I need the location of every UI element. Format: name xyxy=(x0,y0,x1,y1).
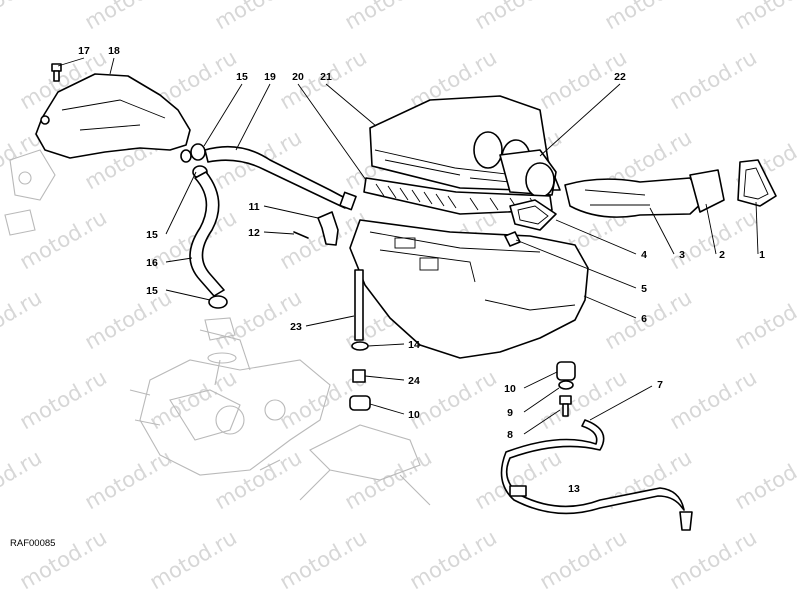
watermark-text: motod.ru xyxy=(146,365,241,434)
callout-labels: 17 18 15 19 20 21 22 15 16 15 11 12 23 1… xyxy=(78,45,765,495)
callout-14: 14 xyxy=(408,339,420,351)
callout-20: 20 xyxy=(292,71,304,83)
callout-9: 9 xyxy=(507,407,513,419)
callout-15-mid: 15 xyxy=(146,229,158,241)
callout-17: 17 xyxy=(78,45,90,57)
watermark-text: motod.ru xyxy=(731,445,799,514)
part-9-washer xyxy=(558,380,574,390)
callout-24: 24 xyxy=(408,375,420,387)
watermark-text: motod.ru xyxy=(211,0,306,34)
watermark-text: motod.ru xyxy=(81,285,176,354)
watermark-text: motod.ru xyxy=(0,285,46,354)
callout-11: 11 xyxy=(248,201,259,213)
callout-22: 22 xyxy=(614,71,626,83)
part-2-duct-gasket xyxy=(689,169,725,213)
watermark-text: motod.ru xyxy=(601,0,696,34)
callout-10-left: 10 xyxy=(408,409,420,421)
watermark-text: motod.ru xyxy=(0,445,46,514)
callout-1: 1 xyxy=(759,249,765,261)
callout-19: 19 xyxy=(264,71,276,83)
watermark-text: motod.ru xyxy=(341,0,436,34)
part-13-drain-hose xyxy=(500,419,693,531)
watermark-text: motod.ru xyxy=(211,445,306,514)
callout-18: 18 xyxy=(108,45,120,57)
callout-8: 8 xyxy=(507,429,513,441)
part-8-bolt xyxy=(559,395,572,417)
callout-13: 13 xyxy=(568,483,580,495)
watermark-text: motod.ru xyxy=(16,365,111,434)
callout-4: 4 xyxy=(641,249,647,261)
watermark-text: motod.ru xyxy=(666,525,761,594)
watermark-text: motod.ru xyxy=(601,285,696,354)
part-18-bracket-plate xyxy=(35,73,191,159)
watermark-text: motod.ru xyxy=(146,525,241,594)
callout-10-right: 10 xyxy=(504,383,516,395)
part-20-air-filter-element xyxy=(363,177,553,215)
part-12-pin xyxy=(293,231,309,239)
callout-2: 2 xyxy=(719,249,725,261)
part-14-washer xyxy=(351,341,369,351)
callout-7: 7 xyxy=(657,379,663,391)
part-24-nut xyxy=(352,369,366,383)
part-23-stud xyxy=(354,269,364,341)
watermark-text: motod.ru xyxy=(341,445,436,514)
watermark-text: motod.ru xyxy=(796,365,799,434)
watermark-text: motod.ru xyxy=(796,525,799,594)
watermark-text: motod.ru xyxy=(0,0,46,34)
leader-lines xyxy=(57,57,759,435)
part-6-airbox-housing xyxy=(349,219,589,359)
part-19-breather-hose xyxy=(204,145,357,211)
part-10-grommet-right xyxy=(556,361,576,381)
watermark-text: motod.ru xyxy=(796,45,799,114)
part-16-breather-hose xyxy=(189,171,225,297)
callout-5: 5 xyxy=(641,283,647,295)
watermark-text: motod.ru xyxy=(536,525,631,594)
watermark-text: motod.ru xyxy=(731,0,799,34)
watermark-text: motod.ru xyxy=(471,0,566,34)
watermark-text: motod.ru xyxy=(666,365,761,434)
watermark-text: motod.ru xyxy=(796,205,799,274)
part-3-intake-duct xyxy=(564,177,706,218)
watermark-text: motod.ru xyxy=(666,45,761,114)
callout-16: 16 xyxy=(146,257,158,269)
part-17-screw xyxy=(51,63,62,82)
callout-15-low: 15 xyxy=(146,285,158,297)
watermark-text: motod.ru xyxy=(81,0,176,34)
callout-6: 6 xyxy=(641,313,647,325)
callout-3: 3 xyxy=(679,249,685,261)
drawing-code: RAF00085 xyxy=(10,538,55,549)
part-15-hose-clamp-lower xyxy=(208,295,228,309)
part-11-bracket xyxy=(317,211,339,246)
watermark-text: motod.ru xyxy=(276,525,371,594)
engine-background-drawing xyxy=(4,149,431,506)
watermark-text: motod.ru xyxy=(16,205,111,274)
part-22-intake-horn xyxy=(499,149,557,198)
part-15-hose-clamp-upper xyxy=(180,143,206,163)
watermark-text: motod.ru xyxy=(16,525,111,594)
callout-15-top: 15 xyxy=(236,71,248,83)
part-10-grommet-left xyxy=(349,395,371,411)
watermark-text: motod.ru xyxy=(406,525,501,594)
part-1-intake-flange xyxy=(737,159,777,207)
callout-23: 23 xyxy=(290,321,302,333)
part-4-gasket xyxy=(509,199,557,231)
callout-12: 12 xyxy=(248,227,260,239)
watermark-text: motod.ru xyxy=(211,285,306,354)
watermark-text: motod.ru xyxy=(731,285,799,354)
callout-21: 21 xyxy=(320,71,332,83)
